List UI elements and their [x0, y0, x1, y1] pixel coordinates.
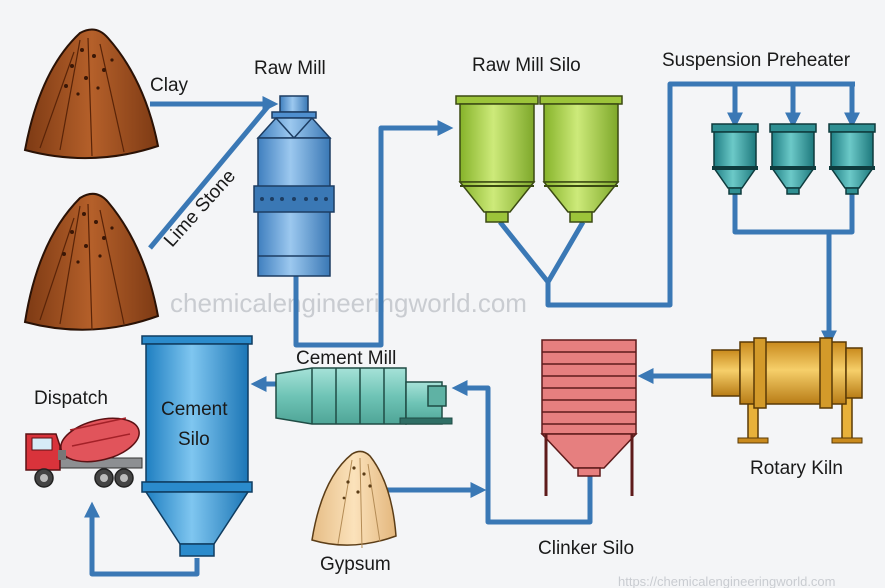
clinker-silo — [540, 339, 638, 496]
flow-raw-mill-to-silo — [293, 119, 454, 348]
gypsum-pile — [311, 450, 397, 549]
rotary-kiln-label: Rotary Kiln — [750, 458, 843, 479]
flow-preheater-out — [732, 192, 855, 235]
lime-stone-label: Lime Stone — [160, 166, 240, 251]
clay-pile — [23, 28, 160, 160]
preheater-cyclone-2 — [769, 123, 817, 195]
flow-silo-left-out — [498, 220, 550, 284]
flow-limestone-to-raw-mill — [148, 102, 272, 250]
flow-silo-to-preheater — [545, 81, 855, 308]
suspension-preheater — [711, 123, 876, 195]
suspension-preheater-label: Suspension Preheater — [662, 50, 851, 71]
raw-mill-silo-right — [539, 95, 623, 223]
flow-silo-right-out — [545, 220, 586, 284]
flow-clinker-to-cement-mill — [451, 379, 593, 525]
cement-silo-label-line2: Silo — [178, 429, 210, 450]
cement-mill-label: Cement Mill — [296, 348, 396, 369]
flow-lines — [83, 81, 861, 577]
preheater-cyclone-3 — [828, 123, 876, 195]
rotary-kiln — [711, 337, 863, 444]
flow-silo-to-dispatch — [83, 501, 200, 577]
clinker-silo-label: Clinker Silo — [538, 538, 634, 559]
cement-silo-label-line1: Cement — [161, 399, 228, 420]
clay-label: Clay — [150, 75, 189, 96]
raw-mill-silo-label: Raw Mill Silo — [472, 55, 581, 76]
dispatch-label: Dispatch — [34, 388, 108, 409]
watermark-text: chemicalengineeringworld.com — [170, 288, 527, 318]
preheater-cyclone-1 — [711, 123, 759, 195]
cement-silo — [141, 335, 253, 557]
raw-mill-silo — [455, 95, 623, 223]
source-url-text: https://chemicalengineeringworld.com — [618, 574, 836, 588]
limestone-pile — [23, 192, 160, 331]
raw-mill — [253, 95, 335, 277]
cement-mill — [275, 367, 453, 425]
dispatch-truck — [25, 417, 143, 488]
raw-mill-silo-left — [455, 95, 539, 223]
gypsum-label: Gypsum — [320, 554, 391, 575]
raw-mill-label: Raw Mill — [254, 58, 326, 79]
